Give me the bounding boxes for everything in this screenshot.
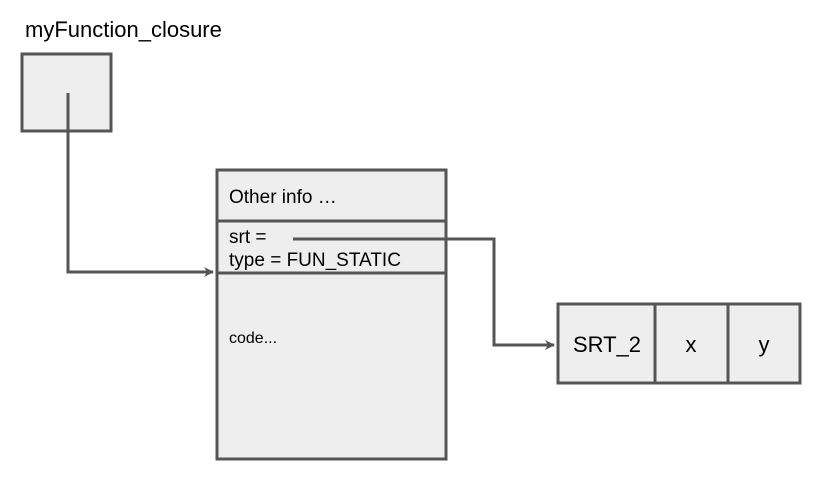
srt-table-outline	[556, 302, 802, 385]
type-field-text: type = FUN_STATIC	[229, 250, 401, 271]
srt-cell-x: x	[686, 332, 697, 357]
srt-table: SRT_2 x y	[556, 302, 802, 385]
closure-to-info-arrow	[66, 93, 214, 277]
srt-cell-name: SRT_2	[573, 332, 641, 357]
srt-field-text: srt =	[229, 227, 266, 248]
info-header-text: Other info …	[229, 187, 337, 208]
srt-cell-y: y	[759, 332, 770, 357]
info-table: Other info … srt = type = FUN_STATIC cod…	[215, 168, 448, 461]
code-text: code...	[229, 330, 277, 347]
srt-to-table-arrow	[293, 237, 555, 350]
info-table-outline	[215, 168, 448, 461]
closure-label: myFunction_closure	[25, 17, 222, 42]
